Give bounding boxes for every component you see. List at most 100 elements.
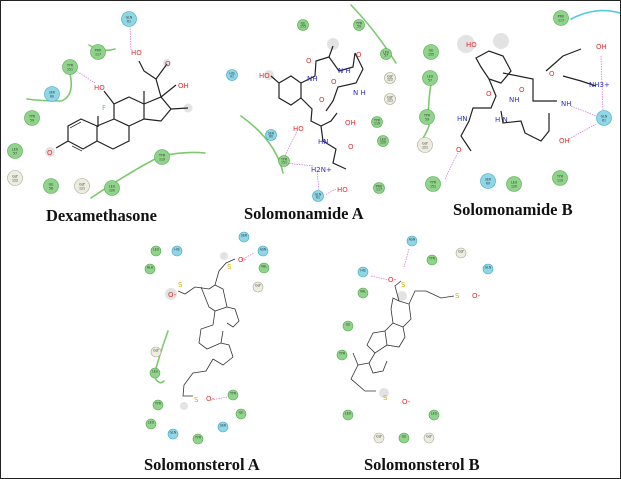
residue-number: 155 [300, 25, 306, 29]
residue-name: PRO [558, 15, 565, 19]
atom-label: O [356, 51, 362, 59]
residue-tyr: TYR [192, 433, 204, 445]
hbond-line [444, 151, 459, 180]
residue-name: GLY [376, 435, 382, 439]
molecule-solomonamide-a: HO NH N H N H HO OH HN H2N+ HO O O O O O [259, 38, 366, 196]
atom-label: HO [337, 186, 348, 194]
atom-label: H N [495, 116, 508, 124]
residue-name: SER [49, 91, 56, 95]
residue-asn: ASN [257, 245, 269, 257]
residue-circle [43, 178, 59, 194]
atom-label: HN [457, 115, 468, 123]
residue-name: ILE [346, 323, 351, 327]
residue-number: 91 [230, 75, 234, 79]
residue-name: VAL [261, 265, 267, 269]
residue-name: TYR [428, 257, 436, 261]
residue-circle [426, 254, 438, 266]
residue-name: GLY [255, 284, 261, 288]
residue-name: TYR [194, 436, 202, 440]
residue-name: HIS [229, 72, 234, 76]
residue-name: ILE [301, 22, 306, 26]
residue-ile: ILE [342, 320, 354, 332]
residue-number: 151 [430, 184, 436, 188]
residue-leu: LEU [150, 245, 162, 257]
residue-circle [167, 428, 179, 440]
residue-ser: SER [238, 231, 250, 243]
residue-gly: GLY [373, 432, 385, 444]
residue-circle [423, 432, 435, 444]
residue-circle [258, 262, 270, 274]
residue-gly: GLY [252, 281, 264, 293]
halo [180, 402, 188, 410]
residue-number: 120 [511, 184, 517, 188]
residue-name: GLN [315, 193, 322, 197]
atom-label: N H [353, 89, 366, 97]
atom-label: O- [402, 398, 411, 406]
residue-name: TYR [158, 154, 166, 158]
residue-circle [425, 176, 441, 192]
residue-name: LEU [153, 248, 160, 252]
atom-label: S [178, 281, 183, 289]
residue-number: 57 [13, 151, 17, 155]
residue-name: ALA [147, 266, 154, 270]
residue-name: GLN [126, 16, 133, 20]
residue-name: ILE [49, 183, 54, 187]
panel-title-solomonamide-a: Solomonamide A [244, 204, 364, 223]
halo [45, 147, 55, 157]
residue-name: ILE [402, 435, 407, 439]
residue-number: 120 [109, 188, 115, 192]
residue-circle [278, 155, 290, 167]
atom-label: S [455, 292, 460, 300]
residue-name: ASN [260, 248, 267, 252]
molecule-solomonsterol-a: S S S O- O- O- [165, 252, 255, 410]
atom-label: OH [345, 119, 356, 127]
residue-name: GLY [426, 435, 432, 439]
atom-label: OH [559, 137, 570, 145]
atom-label: O [319, 96, 325, 104]
atom-label: O [549, 70, 555, 78]
residue-name: GLY [153, 349, 159, 353]
residue-circle [226, 69, 238, 81]
residue-circle [7, 143, 23, 159]
residue-circle [150, 346, 162, 358]
residue-ser: SER [217, 421, 229, 433]
atom-label: NH [509, 96, 520, 104]
residue-number: 121 [422, 145, 428, 149]
halo [220, 252, 228, 260]
residue-circle [62, 59, 78, 75]
residue-circle [342, 409, 354, 421]
residue-name: GLY [79, 183, 85, 187]
atom-label: HO [293, 125, 304, 133]
halo [379, 388, 389, 398]
atom-label: O [306, 57, 312, 65]
residue-circle [238, 231, 250, 243]
residue-circle [144, 263, 156, 275]
residue-gln: GLN [482, 263, 494, 275]
residue-circle [24, 110, 40, 126]
residue-circle [417, 137, 433, 153]
atom-label: O [47, 149, 53, 157]
residue-val: VAL [357, 287, 369, 299]
residue-name: VAL [360, 290, 366, 294]
residue-number: 151 [281, 161, 287, 165]
atom-label: O [486, 90, 492, 98]
molecule-solomonamide-b: HO OH NH NH3+ NH HN H N OH O O O O [444, 33, 610, 180]
panel-title-solomonamide-b: Solomonamide B [453, 200, 573, 219]
residue-number: 155 [428, 52, 434, 56]
residue-circle [357, 266, 369, 278]
residue-number: 119 [159, 157, 165, 161]
residue-name: TYR [556, 175, 564, 179]
residue-ile: ILE [398, 432, 410, 444]
residue-circle [377, 135, 389, 147]
residue-name: LEU [148, 421, 155, 425]
atom-label: S [401, 281, 406, 289]
